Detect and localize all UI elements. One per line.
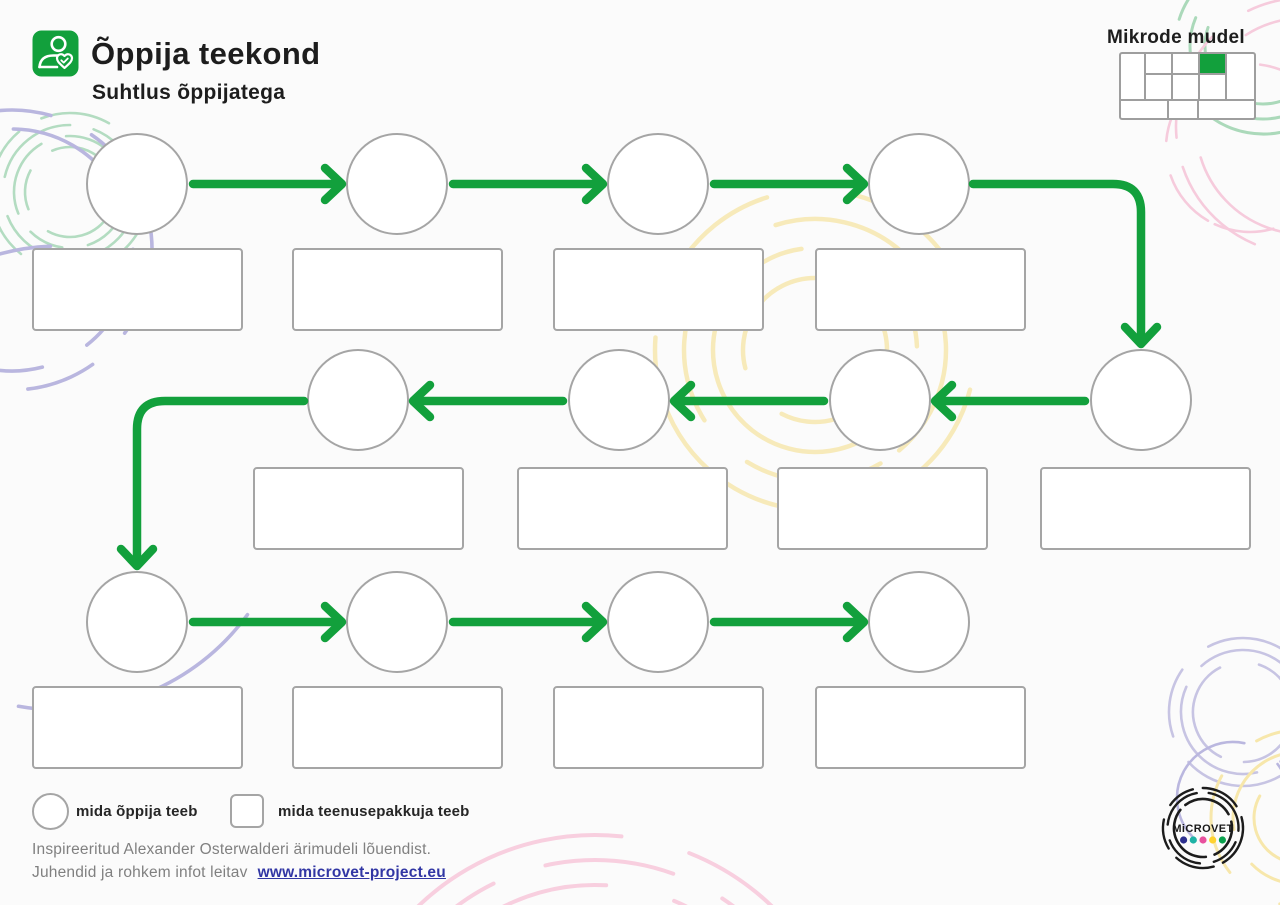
learner-step-circle-r1-s2[interactable]	[346, 133, 448, 235]
provider-action-box-r1-s2[interactable]	[292, 248, 503, 331]
logo-dot-blue	[1180, 836, 1188, 844]
flow-arrow-10	[448, 601, 608, 643]
provider-action-box-r3-s2[interactable]	[292, 686, 503, 769]
attribution-text: Inspireeritud Alexander Osterwalderi äri…	[32, 841, 432, 858]
microvet-logo: MiCROVET	[1161, 786, 1245, 870]
flow-arrow-5	[930, 380, 1090, 422]
website-link[interactable]: www.microvet-project.eu	[257, 864, 446, 881]
provider-action-box-r3-s4[interactable]	[815, 686, 1026, 769]
flow-arrow-3	[709, 163, 869, 205]
learner-heart-icon	[32, 30, 79, 77]
flow-arrow-1	[188, 163, 347, 205]
learner-step-circle-r1-s1[interactable]	[86, 133, 188, 235]
provider-action-box-r2-s4[interactable]	[1040, 467, 1251, 550]
legend-circle-label: mida õppija teeb	[76, 803, 198, 820]
flow-arrow-9	[188, 601, 347, 643]
legend-circle-sample	[32, 793, 69, 830]
learner-step-circle-r3-s1[interactable]	[86, 571, 188, 673]
logo-dot-pink	[1199, 836, 1207, 844]
provider-action-box-r3-s3[interactable]	[553, 686, 764, 769]
info-line-prefix: Juhendid ja rohkem infot leitav	[32, 864, 248, 881]
learner-step-circle-r1-s3[interactable]	[607, 133, 709, 235]
model-grid-lines	[1120, 53, 1255, 119]
learner-step-circle-r2-s3[interactable]	[829, 349, 931, 451]
model-map-grid	[1119, 52, 1256, 120]
learner-step-circle-r2-s4[interactable]	[1090, 349, 1192, 451]
flow-arrow-6	[669, 380, 829, 422]
model-grid-outline	[1119, 52, 1256, 120]
provider-action-box-r1-s4[interactable]	[815, 248, 1026, 331]
learner-step-circle-r1-s4[interactable]	[868, 133, 970, 235]
learner-step-circle-r2-s2[interactable]	[568, 349, 670, 451]
flow-arrow-2	[448, 163, 608, 205]
learner-step-circle-r2-s1[interactable]	[307, 349, 409, 451]
logo-dot-yellow	[1209, 836, 1217, 844]
provider-action-box-r2-s3[interactable]	[777, 467, 988, 550]
flow-arrow-11	[709, 601, 869, 643]
logo-wordmark: MiCROVET	[1172, 823, 1233, 835]
learner-step-circle-r3-s3[interactable]	[607, 571, 709, 673]
logo-dot-green	[1218, 836, 1226, 844]
provider-action-box-r1-s3[interactable]	[553, 248, 764, 331]
provider-action-box-r2-s1[interactable]	[253, 467, 464, 550]
info-line: Juhendid ja rohkem infot leitav www.micro…	[32, 864, 446, 882]
provider-action-box-r2-s2[interactable]	[517, 467, 728, 550]
logo-dots	[1180, 836, 1226, 844]
learner-step-circle-r3-s2[interactable]	[346, 571, 448, 673]
page-subtitle: Suhtlus õppijatega	[92, 81, 286, 104]
learner-step-circle-r3-s4[interactable]	[868, 571, 970, 673]
provider-action-box-r3-s1[interactable]	[32, 686, 243, 769]
page-title: Õppija teekond	[91, 36, 321, 71]
flow-arrow-7	[408, 380, 568, 422]
model-map-title: Mikrode mudel	[1107, 27, 1245, 48]
provider-action-box-r1-s1[interactable]	[32, 248, 243, 331]
model-highlight-cell	[1198, 52, 1227, 75]
legend-box-label: mida teenusepakkuja teeb	[278, 803, 470, 820]
legend-box-sample	[230, 794, 264, 828]
logo-dot-teal	[1189, 836, 1197, 844]
